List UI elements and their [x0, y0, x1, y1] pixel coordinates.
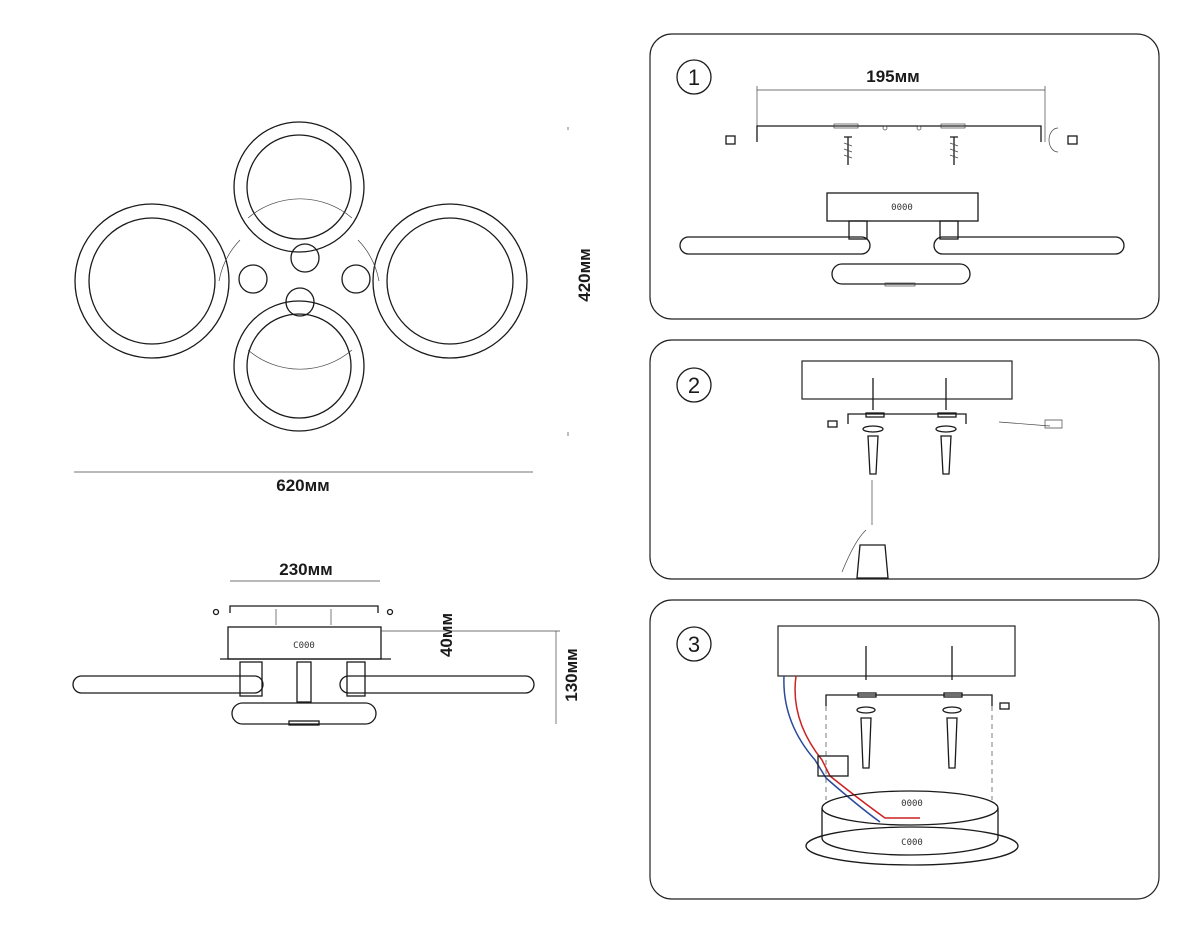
- top-view-drawing: 620мм 420мм: [74, 121, 594, 495]
- height-total-label: 420мм: [575, 248, 594, 302]
- svg-text:0000: 0000: [891, 203, 913, 213]
- step-3-panel: 3 0000 C000: [649, 599, 1160, 900]
- step-1-number: 1: [688, 65, 700, 90]
- svg-text:0000: 0000: [901, 799, 923, 809]
- svg-text:C000: C000: [901, 838, 923, 848]
- step-3-number: 3: [688, 632, 700, 657]
- side-height-label: 130мм: [562, 648, 581, 702]
- step-2-number: 2: [688, 373, 700, 398]
- base-width-label: 230мм: [279, 560, 333, 579]
- base-height-label: 40мм: [437, 613, 456, 657]
- mount-plate-width-label: 195мм: [866, 67, 920, 86]
- side-view-drawing: 230мм C000 40мм 130мм: [72, 560, 581, 726]
- svg-text:C000: C000: [293, 641, 315, 651]
- width-total-label: 620мм: [276, 476, 330, 495]
- step-1-panel: 1 195мм 0000: [649, 33, 1160, 320]
- step-2-panel: 2: [649, 339, 1160, 580]
